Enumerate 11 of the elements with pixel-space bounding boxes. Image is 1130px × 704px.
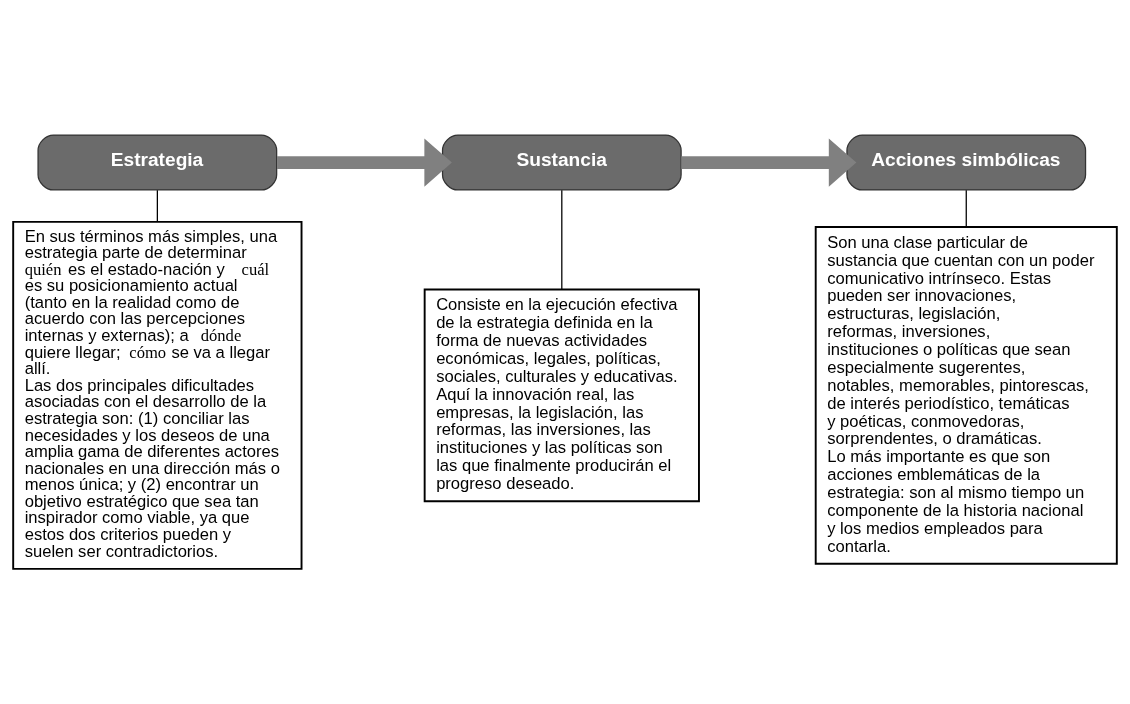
node-box: Acciones simbólicas <box>846 134 1087 191</box>
arrow <box>681 138 857 187</box>
arrow <box>277 138 452 187</box>
node-box: Son una clase particular de sustancia que cuentan con un poder comunicativo intrínseco. Estas pueden ser innovaciones, estructuras, legislación, reformas, inversiones, instituciones o políticas que sean especialmente sugerentes, notables, memorables, pintorescas, de interés periodístico, temáticas y poéticas, conmovedoras, sorprendentes, o dramáticas. Lo más importante es que son acciones emblemáticas de la estrategia: son al mismo tiempo un componente de la historia nacional y los medios empleados para contarla. <box>814 226 1118 565</box>
node-box: Sustancia <box>441 134 682 191</box>
connector <box>965 189 967 228</box>
connector <box>156 189 158 223</box>
node-box: Estrategia <box>37 134 278 191</box>
node-box: En sus términos más simples, una estrategia parte de determinar quién es el estado-nación y cuál es su posicionamiento actual (tanto en la realidad como de acuerdo con las percepciones internas y externas); a dónde quiere llegar; cómo se va a llegar allí. Las dos principales dificultades asociadas con el desarrollo de la estrategia son: (1) conciliar las necesidades y los deseos de una amplia gama de diferentes actores nacionales en una dirección más o menos única; y (2) encontrar un objetivo estratégico que sea tan inspirador como viable, ya que estos dos criterios pueden y suelen ser contradictorios. <box>12 220 303 570</box>
connector <box>561 189 563 290</box>
node-box: Consiste en la ejecución efectiva de la estrategia definida en la forma de nuevas actividades económicas, legales, políticas, sociales, culturales y educativas. Aquí la innovación real, las empresas, la legislación, las reformas, las inversiones, las instituciones y las políticas son las que finalmente producirán el progreso deseado. <box>423 288 700 503</box>
